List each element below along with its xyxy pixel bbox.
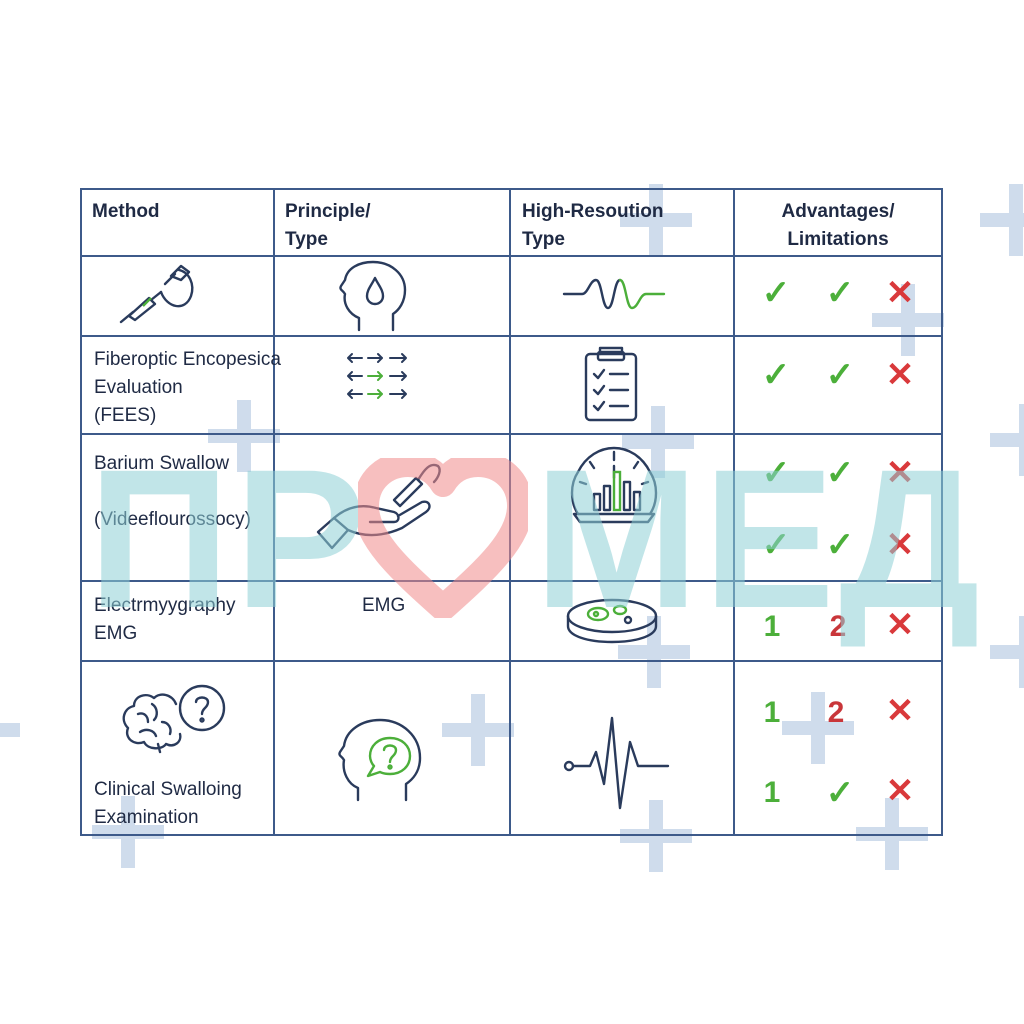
- cross-icon: ✕: [885, 356, 915, 394]
- hand-instrument-icon: [316, 463, 441, 550]
- cross-icon: ✕: [885, 274, 915, 312]
- check-icon: ✓: [825, 526, 855, 564]
- method-barium-swallow: Barium Swallow: [94, 453, 230, 474]
- cross-icon: ✕: [885, 526, 915, 564]
- plus-decoration: [620, 184, 692, 256]
- head-question-icon: [338, 718, 422, 802]
- plus-decoration: [622, 406, 694, 478]
- method-clinical-swallowing: Clinical Swalloing Examination: [94, 779, 242, 828]
- method-fees: Fiberoptic Encopesica Evaluation (FEES): [94, 349, 281, 426]
- cross-icon: ✕: [885, 772, 915, 810]
- plus-decoration: [0, 700, 20, 760]
- header-method: Method: [92, 201, 160, 222]
- petri-dish-icon: [566, 598, 658, 644]
- plus-decoration: [990, 404, 1024, 476]
- number-two-mark: 2: [829, 610, 847, 643]
- cross-icon: ✕: [885, 454, 915, 492]
- arrows-icon: [347, 353, 407, 399]
- header-principle: Principle/ Type: [285, 201, 371, 250]
- cross-icon: ✕: [885, 692, 915, 730]
- number-one-mark: 1: [763, 610, 781, 643]
- check-icon: ✓: [825, 774, 855, 812]
- head-drop-icon: [339, 260, 407, 332]
- method-emg: Electrmyygraphy EMG: [94, 595, 236, 644]
- number-two-mark: 2: [827, 696, 845, 729]
- endoscope-icon: [119, 264, 194, 324]
- method-videofluoroscopy: (Videeflourossocy): [94, 509, 252, 530]
- plus-decoration: [782, 692, 854, 764]
- cross-icon: ✕: [885, 606, 915, 644]
- plus-decoration: [872, 284, 944, 356]
- header-high-resolution: High-Resoution Type: [522, 201, 664, 250]
- check-icon: ✓: [761, 274, 791, 312]
- gauge-chart-icon: [570, 446, 658, 524]
- waveform-icon: [562, 278, 666, 310]
- check-icon: ✓: [761, 454, 791, 492]
- principle-emg: EMG: [362, 595, 406, 616]
- check-icon: ✓: [761, 356, 791, 394]
- check-icon: ✓: [825, 454, 855, 492]
- check-icon: ✓: [825, 356, 855, 394]
- plus-decoration: [990, 616, 1024, 688]
- plus-decoration: [980, 184, 1024, 256]
- number-one-mark: 1: [763, 696, 781, 729]
- check-icon: ✓: [825, 274, 855, 312]
- number-one-mark: 1: [763, 776, 781, 809]
- header-advantages: Advantages/ Limitations: [781, 201, 895, 250]
- check-icon: ✓: [761, 526, 791, 564]
- brain-question-icon: [122, 684, 226, 754]
- clipboard-checklist-icon: [584, 346, 638, 422]
- plus-decoration: [208, 400, 280, 472]
- ecg-icon: [563, 716, 670, 810]
- plus-decoration: [442, 694, 514, 766]
